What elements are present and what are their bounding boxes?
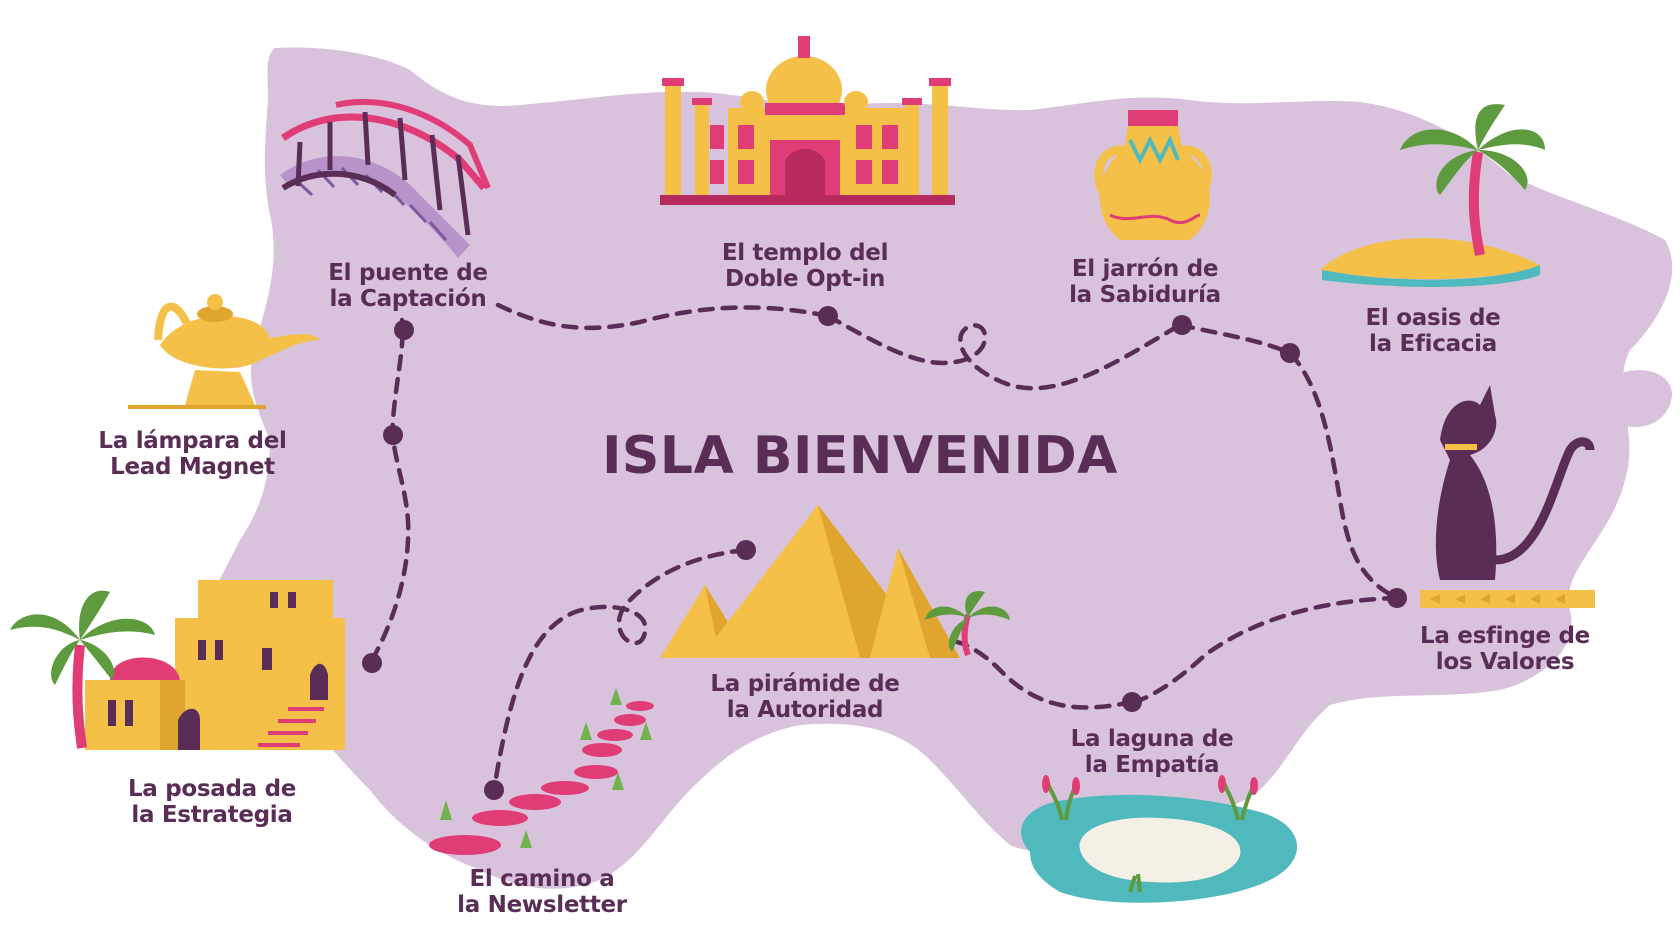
label-line: El camino a xyxy=(469,866,615,892)
label-jarron: El jarrón de la Sabiduría xyxy=(1045,256,1245,308)
pyramids-icon xyxy=(660,505,1010,658)
label-posada: La posada de la Estrategia xyxy=(112,776,312,828)
label-line: la Sabiduría xyxy=(1069,282,1221,308)
waypoint xyxy=(1172,315,1192,335)
cat-statue-icon xyxy=(1420,385,1595,608)
waypoint xyxy=(1122,692,1142,712)
map-title: ISLA BIENVENIDA xyxy=(602,426,1118,486)
label-line: la Newsletter xyxy=(457,892,627,918)
label-line: los Valores xyxy=(1435,649,1575,675)
waypoint xyxy=(362,653,382,673)
magic-lamp-icon xyxy=(128,294,320,409)
label-line: Lead Magnet xyxy=(110,454,275,480)
waypoint xyxy=(736,540,756,560)
label-line: la Autoridad xyxy=(726,697,884,723)
islet-right xyxy=(1603,370,1672,427)
label-templo: El templo del Doble Opt-in xyxy=(695,240,915,292)
waypoint xyxy=(484,780,504,800)
temple-icon xyxy=(660,36,955,205)
label-line: La esfinge de xyxy=(1420,623,1590,649)
label-laguna: La laguna de la Empatía xyxy=(1052,726,1252,778)
label-piramide: La pirámide de la Autoridad xyxy=(695,671,915,723)
islet-left xyxy=(278,461,366,540)
waypoint xyxy=(818,306,838,326)
label-line: El templo del xyxy=(721,240,889,266)
vase-icon xyxy=(1094,110,1212,240)
waypoint xyxy=(1387,588,1407,608)
stepping-stones-icon xyxy=(429,688,654,855)
oasis-palm-icon xyxy=(1320,104,1545,287)
label-oasis: El oasis de la Eficacia xyxy=(1338,305,1528,357)
label-line: la Captación xyxy=(329,286,487,312)
waypoint xyxy=(383,425,403,445)
inn-building-icon xyxy=(10,580,345,750)
label-line: La pirámide de xyxy=(710,671,900,697)
label-line: El jarrón de xyxy=(1071,256,1219,282)
label-lampara: La lámpara del Lead Magnet xyxy=(85,428,300,480)
waypoint xyxy=(1280,343,1300,363)
waypoint xyxy=(394,320,414,340)
label-line: El puente de xyxy=(328,260,488,286)
label-line: La laguna de xyxy=(1070,726,1234,752)
lagoon-icon xyxy=(1021,775,1298,903)
label-camino: El camino a la Newsletter xyxy=(442,866,642,918)
label-esfinge: La esfinge de los Valores xyxy=(1395,623,1615,675)
label-line: La lámpara del xyxy=(98,428,287,454)
waypoint-markers xyxy=(362,306,1407,800)
label-line: El oasis de xyxy=(1365,305,1501,331)
bridge-icon xyxy=(280,99,491,258)
label-line: Doble Opt-in xyxy=(724,266,886,292)
label-line: la Estrategia xyxy=(131,802,293,828)
label-puente: El puente de la Captación xyxy=(308,260,508,312)
label-line: la Eficacia xyxy=(1369,331,1497,357)
label-line: La posada de xyxy=(127,776,297,802)
island-shape xyxy=(199,47,1673,889)
label-line: la Empatía xyxy=(1084,752,1220,778)
